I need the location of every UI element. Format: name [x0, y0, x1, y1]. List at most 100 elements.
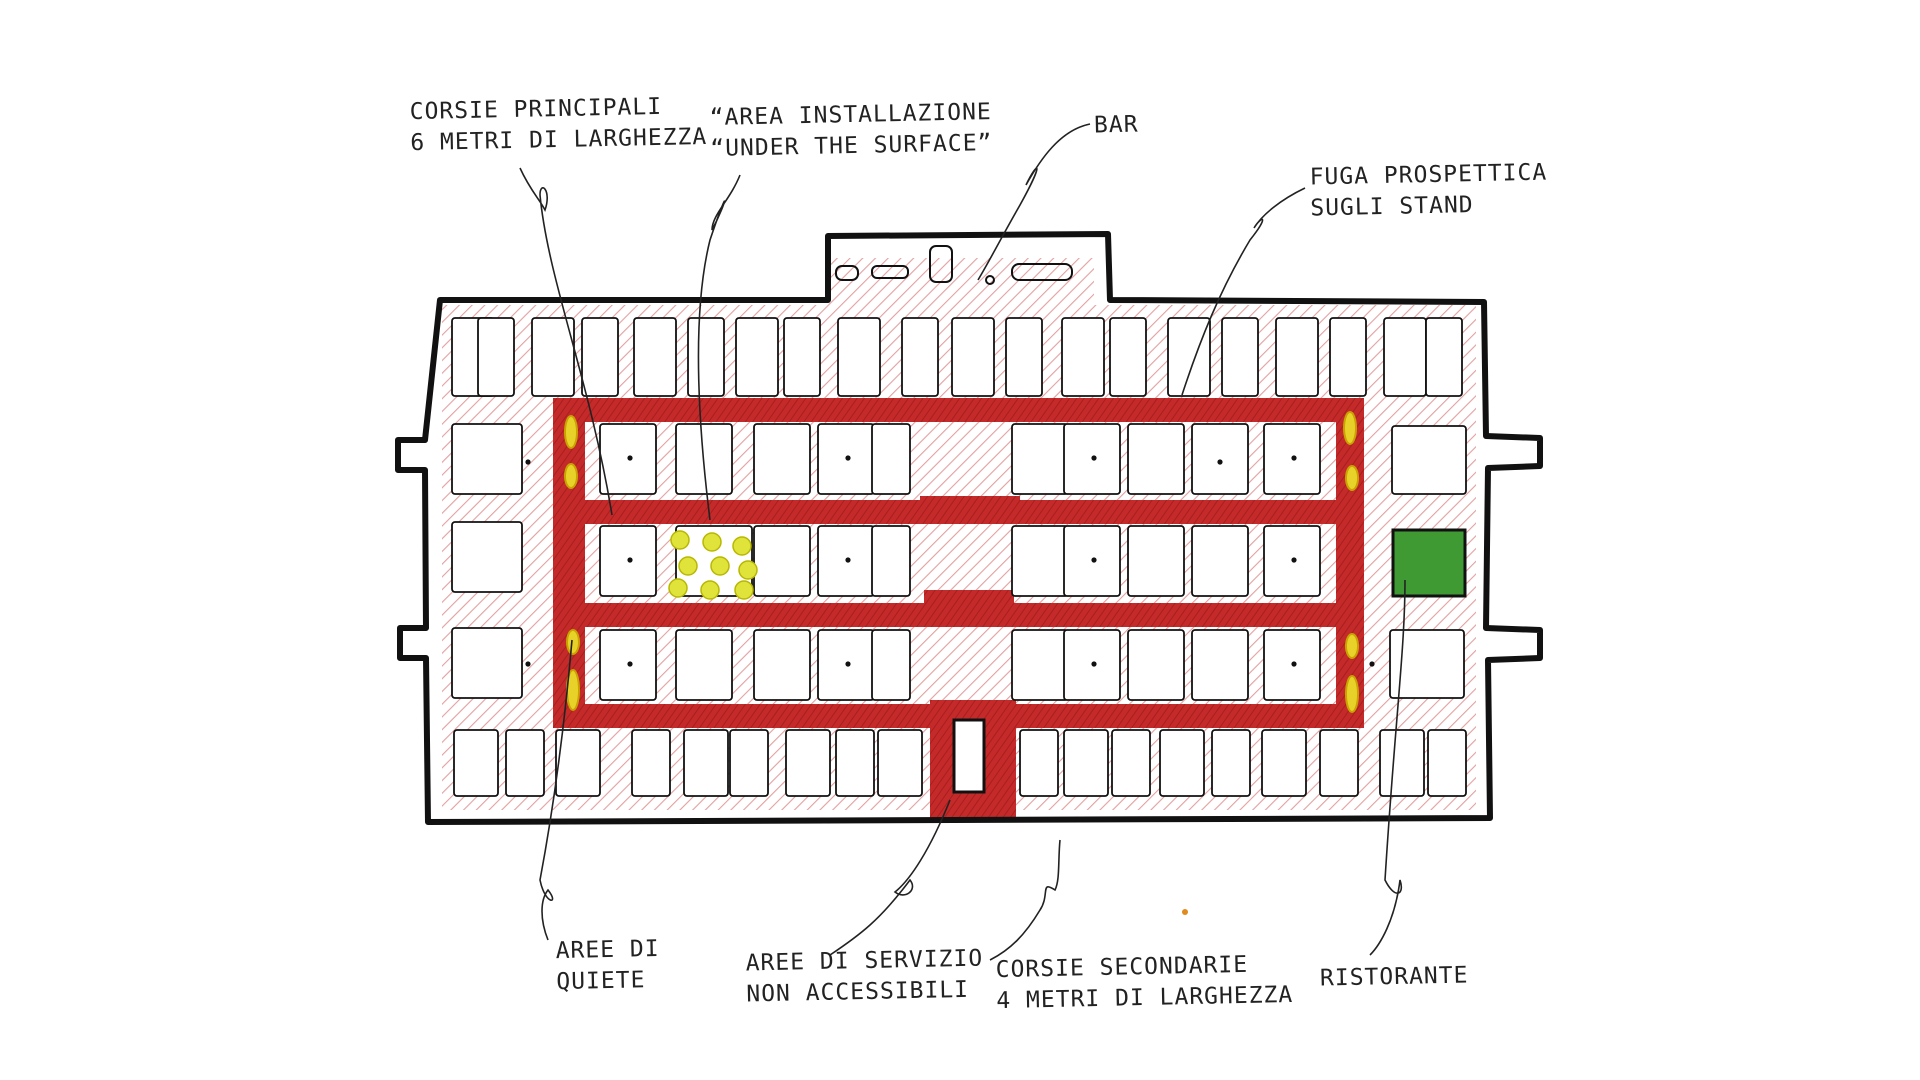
quiet-areas: [564, 411, 1359, 713]
label-corsie-principali-line2: 6 METRI DI LARGHEZZA: [410, 123, 708, 157]
stand-module: [871, 525, 911, 597]
label-aree-quiete: AREE DI QUIETE: [555, 934, 660, 998]
label-bar: BAR: [1094, 110, 1139, 142]
stand-marker: [1091, 557, 1097, 563]
stand-marker: [1091, 661, 1097, 667]
stand-marker: [1291, 455, 1297, 461]
label-fuga-prospettica-line2: SUGLI STAND: [1310, 192, 1474, 222]
stand-marker: [627, 661, 633, 667]
restaurant-area: [1391, 528, 1467, 598]
stand-module: [1383, 317, 1427, 397]
stand-module: [877, 729, 923, 797]
stand-module: [1191, 423, 1249, 495]
stand-module: [1063, 729, 1109, 797]
stand-module: [453, 729, 499, 797]
stand-module: [555, 729, 601, 797]
stand-module: [1221, 317, 1259, 397]
label-ristorante: RISTORANTE: [1320, 960, 1469, 994]
stand-module: [753, 525, 811, 597]
stand-module: [451, 627, 523, 699]
label-bar-line1: BAR: [1093, 111, 1139, 139]
installation-circle: [738, 560, 758, 580]
label-corsie-principali: CORSIE PRINCIPALI 6 METRI DI LARGHEZZA: [409, 91, 707, 159]
stand-module: [835, 729, 875, 797]
installation-circle: [678, 556, 698, 576]
stand-module: [451, 423, 523, 495]
installation-circle: [710, 556, 730, 576]
stand-module: [871, 629, 911, 701]
stand-module: [1211, 729, 1251, 797]
label-ristorante-line1: RISTORANTE: [1319, 962, 1469, 992]
stand-module: [1127, 629, 1185, 701]
stand-module: [729, 729, 769, 797]
stand-module: [1159, 729, 1205, 797]
leader-lines: [519, 123, 1406, 961]
label-aree-servizio-line2: NON ACCESSIBILI: [746, 976, 970, 1008]
stand-module: [1127, 525, 1185, 597]
stand-marker: [525, 459, 531, 465]
stand-module: [1425, 317, 1463, 397]
stand-marker: [1091, 455, 1097, 461]
building-outline: [395, 231, 1543, 825]
stand-marker: [845, 661, 851, 667]
installation-circle: [702, 532, 722, 552]
label-fuga-prospettica: FUGA PROSPETTICA SUGLI STAND: [1309, 158, 1548, 225]
stand-module: [633, 317, 677, 397]
stand-module: [1127, 423, 1185, 495]
stand-module: [1005, 317, 1043, 397]
stand-module: [1379, 729, 1425, 797]
stand-marker: [845, 455, 851, 461]
stand-marker: [1291, 661, 1297, 667]
stand-module: [1061, 317, 1105, 397]
stand-module: [1427, 729, 1467, 797]
stand-module: [1011, 423, 1069, 495]
bar-area-hatch: [828, 258, 1094, 308]
stand-marker: [525, 661, 531, 667]
stand-module: [451, 521, 523, 593]
installation-circle: [732, 536, 752, 556]
stand-module: [687, 317, 725, 397]
stand-module: [683, 729, 729, 797]
installation-under-the-surface: [668, 530, 758, 600]
installation-circle: [670, 530, 690, 550]
stand-module: [581, 317, 619, 397]
stand-module: [1319, 729, 1359, 797]
installation-circle: [734, 580, 754, 600]
stand-module: [1111, 729, 1151, 797]
label-aree-quiete-line1: AREE DI: [555, 935, 660, 965]
stand-module: [1329, 317, 1367, 397]
label-aree-quiete-line2: QUIETE: [556, 967, 646, 996]
stand-module: [1109, 317, 1147, 397]
label-area-installazione-line2: “UNDER THE SURFACE”: [710, 130, 993, 162]
stand-module: [1019, 729, 1059, 797]
label-corsie-secondarie: CORSIE SECONDARIE 4 METRI DI LARGHEZZA: [995, 949, 1293, 1017]
stand-module: [1389, 629, 1465, 699]
installation-circle: [668, 578, 688, 598]
stand-module: [505, 729, 545, 797]
stand-module: [1261, 729, 1307, 797]
stand-marker: [1217, 459, 1223, 465]
stand-module: [837, 317, 881, 397]
label-aree-servizio-line1: AREE DI SERVIZIO: [745, 945, 984, 977]
stand-marker: [845, 557, 851, 563]
stand-module: [1167, 317, 1211, 397]
stand-marker: [627, 557, 633, 563]
stand-module: [785, 729, 831, 797]
stand-module: [753, 423, 811, 495]
stand-module: [1191, 629, 1249, 701]
installation-circle: [700, 580, 720, 600]
stand-module: [531, 317, 575, 397]
stand-module: [631, 729, 671, 797]
stand-module: [735, 317, 779, 397]
stand-module: [871, 423, 911, 495]
stand-module: [1275, 317, 1319, 397]
label-area-installazione: “AREA INSTALLAZIONE “UNDER THE SURFACE”: [709, 97, 992, 165]
stand-module: [753, 629, 811, 701]
label-corsie-secondarie-line2: 4 METRI DI LARGHEZZA: [996, 981, 1294, 1015]
stand-marker: [1369, 661, 1375, 667]
stand-module: [901, 317, 939, 397]
stand-module: [1191, 525, 1249, 597]
label-fuga-prospettica-line1: FUGA PROSPETTICA: [1309, 159, 1548, 191]
stand-module: [1011, 525, 1069, 597]
